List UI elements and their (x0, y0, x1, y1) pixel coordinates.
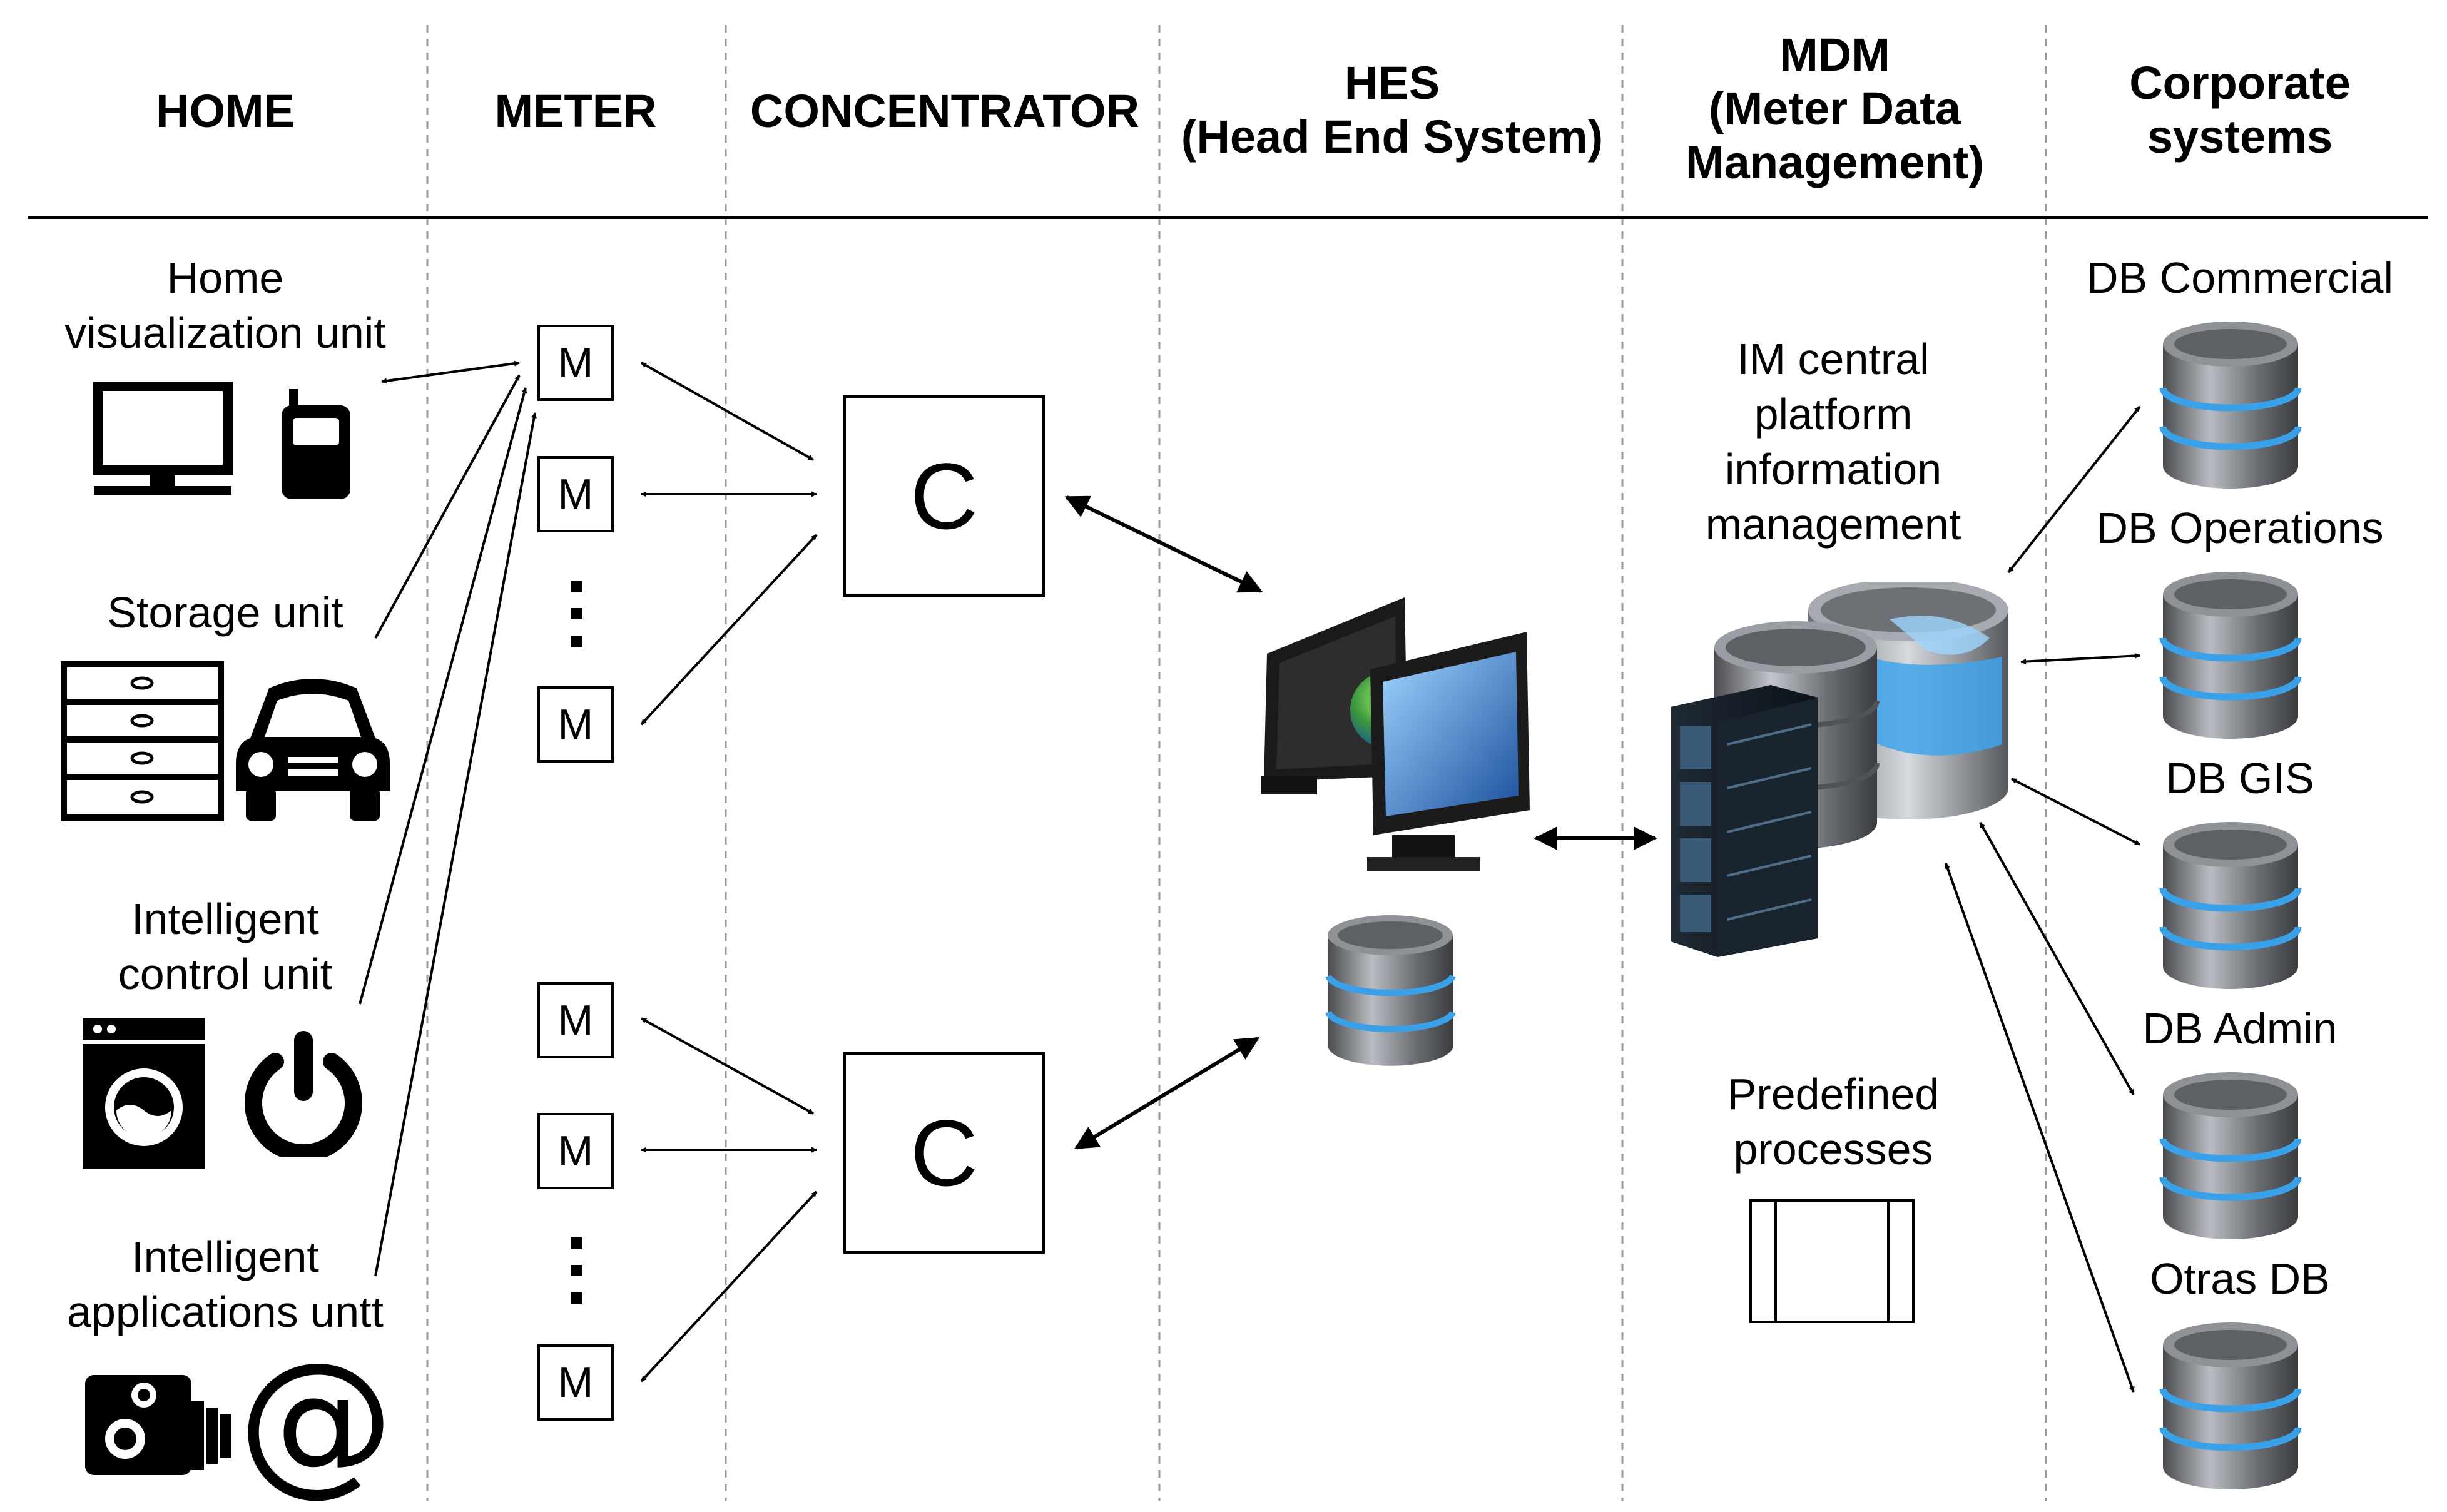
meter-box: M (537, 325, 614, 401)
database-icon (1325, 915, 1456, 1066)
predefined-process-icon (1749, 1199, 1915, 1323)
washing-machine-icon (83, 1018, 205, 1169)
database-icon (2159, 822, 2302, 989)
header-hes: HES (Head End System) (1181, 57, 1604, 163)
database-cluster-icon (1671, 582, 2008, 957)
header-home: HOME (156, 85, 295, 137)
storage-cabinet-icon (61, 661, 224, 821)
at-sign-icon: @ (238, 1329, 394, 1511)
monitor-icon (93, 382, 233, 495)
arrow-apps-meter (374, 412, 537, 1277)
arrow-control-meter (359, 387, 527, 1005)
label-db-gis: DB GIS (2165, 754, 2314, 803)
workstation-globe-icon (1261, 597, 1530, 871)
label-db-commercial: DB Commercial (2086, 253, 2394, 302)
concentrator-box: C (843, 1052, 1045, 1254)
mobile-phone-icon (282, 389, 350, 499)
meter-box: M (537, 1113, 614, 1189)
ellipsis-dots (571, 1237, 583, 1320)
arrow-c2-hes (1074, 1037, 1260, 1150)
header-concentrator: CONCENTRATOR (750, 85, 1140, 137)
ellipsis-dots (571, 581, 583, 663)
meter-box: M (537, 686, 614, 763)
camera-icon (85, 1375, 231, 1475)
arrow-home-meter (381, 360, 520, 384)
label-intelligent-control-unit: Intelligent control unit (118, 895, 333, 998)
header-meter: METER (494, 85, 657, 137)
arrow-mdm-db-otras (1945, 863, 2135, 1393)
meter-box: M (537, 456, 614, 532)
car-icon (236, 679, 390, 821)
arrow-mdm-db-commercial (2007, 405, 2141, 574)
arrow-m4-c2 (641, 1017, 814, 1115)
meter-box: M (537, 1344, 614, 1421)
label-otras-db: Otras DB (2150, 1254, 2330, 1303)
arrow-mdm-db-operations (2020, 652, 2140, 665)
label-im-central-platform: IM central platform information manageme… (1705, 335, 1961, 549)
database-icon (2159, 1322, 2302, 1489)
label-intelligent-applications-unit: Intelligent applications untt (67, 1232, 384, 1336)
meter-box: M (537, 982, 614, 1058)
label-home-visualization-unit: Home visualization unit (64, 253, 386, 357)
power-button-icon (245, 1031, 362, 1157)
label-db-admin: DB Admin (2142, 1004, 2338, 1053)
arrow-c1-hes (1064, 495, 1263, 593)
arrow-m3-c1 (640, 534, 818, 726)
header-corporate: Corporate systems (2129, 57, 2351, 163)
header-mdm: MDM (Meter Data Management) (1686, 29, 1984, 188)
label-storage-unit: Storage unit (107, 588, 343, 637)
database-icon (2159, 322, 2302, 489)
arrow-m1-c1 (641, 362, 814, 461)
thin-arrows (359, 360, 2141, 1393)
bold-arrows (1064, 495, 1657, 1150)
concentrator-box: C (843, 395, 1045, 597)
label-predefined-processes: Predefined processes (1727, 1070, 1940, 1174)
database-icon (2159, 1072, 2302, 1239)
arrow-m6-c2 (640, 1190, 818, 1383)
database-icon (2159, 572, 2302, 739)
arrow-storage-meter (374, 375, 521, 639)
label-db-operations: DB Operations (2096, 504, 2384, 552)
